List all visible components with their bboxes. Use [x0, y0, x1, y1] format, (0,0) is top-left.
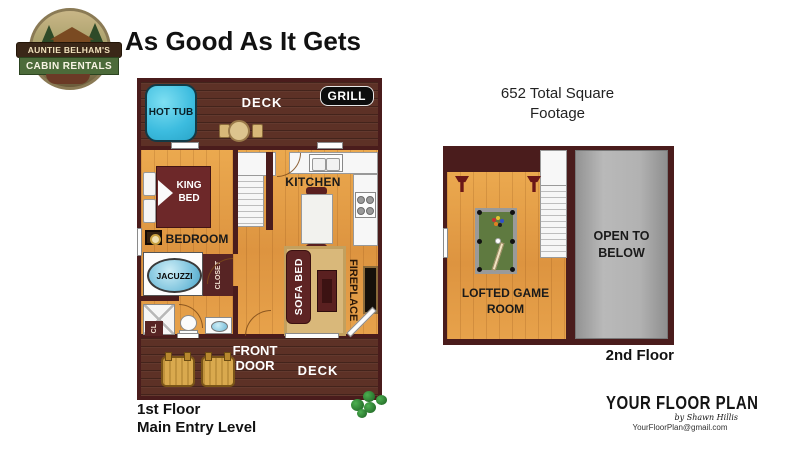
tv-icon	[145, 230, 162, 245]
floor2-caption: 2nd Floor	[605, 347, 674, 364]
top-deck-label: DECK	[241, 95, 283, 110]
king-bed-label: KING BED	[176, 180, 202, 204]
page-title: As Good As It Gets	[125, 26, 361, 56]
stairs	[234, 175, 264, 227]
floor1-caption-line1: 1st Floor	[137, 401, 201, 418]
kitchen-island	[301, 194, 333, 244]
shamrock-icon	[349, 391, 389, 423]
bedroom-label: BEDROOM	[165, 232, 229, 246]
hot-tub: HOT TUB	[145, 84, 197, 142]
jacuzzi-tub: JACUZZI	[143, 252, 203, 296]
sofa-bed-label: SOFA BED	[292, 258, 305, 316]
logo-text-bottom: CABIN RENTALS	[25, 60, 113, 72]
kitchen-label: KITCHEN	[285, 175, 341, 189]
burner-icon	[365, 195, 374, 204]
small-closet: CL	[145, 321, 163, 336]
burner-icon	[357, 195, 366, 204]
rocking-chair-icon	[161, 352, 195, 387]
jacuzzi-label: JACUZZI	[147, 258, 202, 293]
stair-landing	[540, 150, 567, 186]
small-closet-label: CL	[150, 323, 158, 334]
blanket-fold-icon	[158, 180, 173, 206]
logo-banner-bottom: CABIN RENTALS	[19, 57, 119, 75]
fireplace-label: FIREPLACE	[347, 258, 359, 322]
open-to-below-area: OPEN TO BELOW	[575, 150, 668, 339]
window	[317, 142, 343, 149]
sofa-bed: SOFA BED	[286, 250, 311, 324]
pillow-icon	[143, 199, 156, 223]
logo-base-ribbon	[46, 74, 90, 84]
logo-text-top: AUNTIE BELHAM'S	[27, 45, 111, 55]
toilet-icon	[180, 315, 197, 331]
your-floor-plan-logo: YOUR FLOOR PLAN by Shawn Hillis YourFloo…	[606, 392, 759, 432]
king-bed: KING BED	[143, 166, 211, 228]
window	[137, 228, 142, 256]
brand-name: YOUR FLOOR PLAN	[606, 392, 759, 415]
stove-icon	[355, 192, 376, 218]
stairs	[540, 185, 567, 258]
brand-byline: by Shawn Hillis	[674, 413, 738, 422]
game-room-label: LOFTED GAME ROOM	[461, 286, 550, 316]
square-footage-text: 652 Total Square Footage	[500, 85, 615, 123]
window	[171, 142, 199, 149]
bathroom-sink-icon	[205, 317, 232, 334]
grill-badge: GRILL	[319, 86, 374, 106]
logo-banner-top: AUNTIE BELHAM'S	[16, 42, 122, 58]
open-to-below-label: OPEN TO BELOW	[593, 228, 650, 260]
hot-tub-label: HOT TUB	[148, 107, 194, 118]
wall	[266, 152, 273, 230]
bottom-deck-label: DECK	[297, 363, 339, 378]
brand-email: YourFloorPlan@gmail.com	[632, 423, 728, 432]
rocking-chair-icon	[201, 352, 235, 387]
wall	[233, 286, 238, 334]
coffee-table	[317, 270, 337, 312]
wall	[233, 150, 238, 254]
wall	[141, 296, 179, 301]
floor1-plan: HOT TUB DECK GRILL KITCHEN	[137, 78, 382, 400]
pool-table	[475, 208, 517, 274]
patio-chair-icon	[252, 124, 263, 138]
burner-icon	[357, 206, 366, 215]
cabin-rentals-logo: AUNTIE BELHAM'S CABIN RENTALS	[16, 6, 122, 90]
island-chair-icon	[306, 187, 327, 195]
kitchen-sink-icon	[309, 154, 343, 172]
floor1-caption-line2: Main Entry Level	[137, 419, 257, 436]
front-door-label: FRONT DOOR	[232, 343, 278, 373]
window	[443, 228, 448, 258]
patio-table-icon	[228, 120, 250, 142]
floor2-plan: LOFTED GAME ROOM OPEN TO BELOW	[443, 146, 674, 345]
cue-stick-icon	[491, 242, 505, 271]
burner-icon	[365, 206, 374, 215]
pillow-icon	[143, 172, 156, 196]
